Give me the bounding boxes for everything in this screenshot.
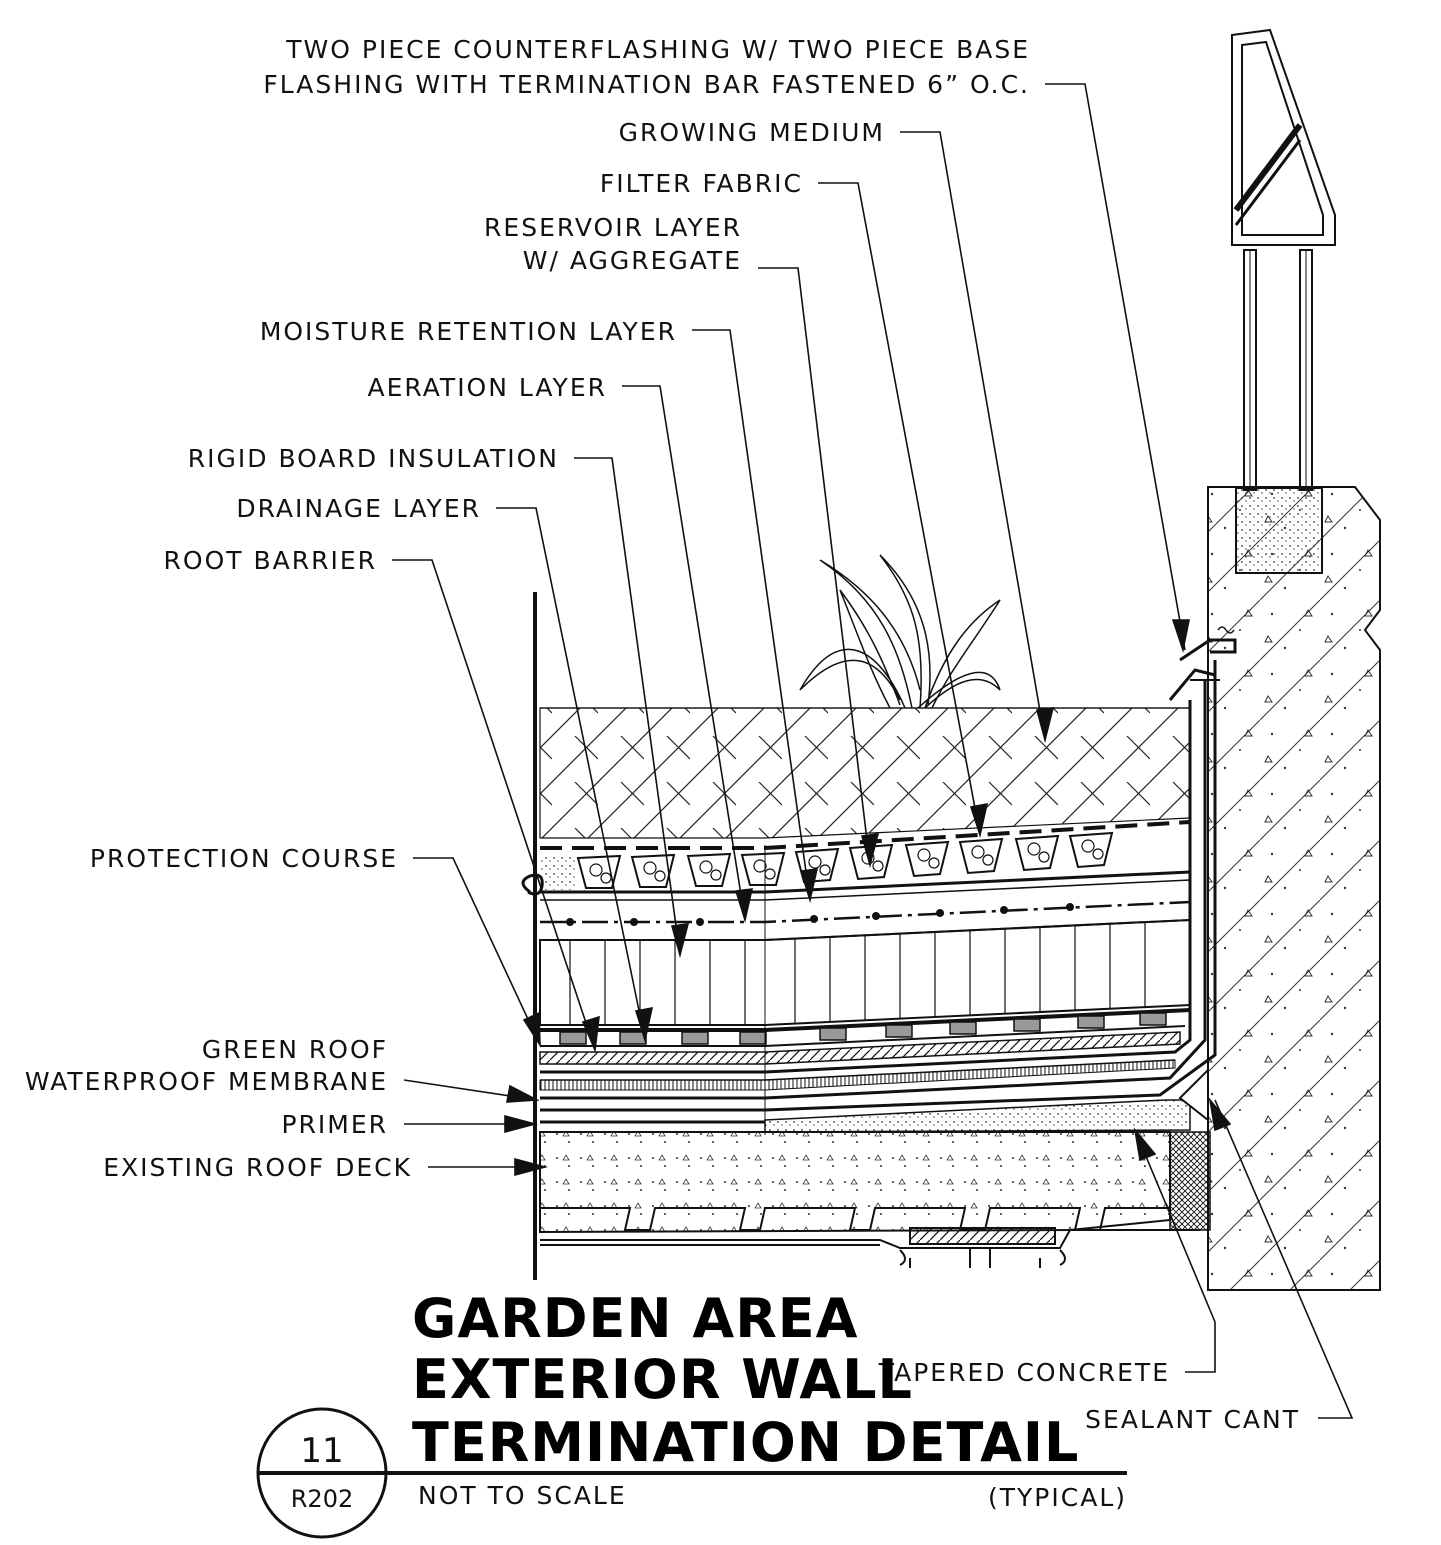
label-root-barrier: ROOT BARRIER bbox=[164, 546, 377, 575]
label-protection-course: PROTECTION COURSE bbox=[90, 844, 398, 873]
label-membrane-1: GREEN ROOF bbox=[202, 1035, 388, 1064]
label-reservoir-1: RESERVOIR LAYER bbox=[484, 213, 742, 242]
label-aeration: AERATION LAYER bbox=[368, 373, 608, 402]
scale-note: NOT TO SCALE bbox=[418, 1481, 627, 1510]
label-filter-fabric: FILTER FABRIC bbox=[600, 169, 803, 198]
green-roof-assembly bbox=[521, 592, 1217, 1280]
detail-number: 11 bbox=[300, 1431, 343, 1471]
counterflashing bbox=[1168, 626, 1237, 701]
label-reservoir-2: W/ AGGREGATE bbox=[523, 246, 742, 275]
label-tapered-concrete: TAPERED CONCRETE bbox=[878, 1358, 1170, 1387]
label-moisture-retention: MOISTURE RETENTION LAYER bbox=[260, 317, 677, 346]
label-counterflashing-2: FLASHING WITH TERMINATION BAR FASTENED 6… bbox=[263, 70, 1030, 99]
title-line-3: TERMINATION DETAIL bbox=[412, 1411, 1079, 1474]
callout-labels: TWO PIECE COUNTERFLASHING W/ TWO PIECE B… bbox=[25, 35, 1300, 1434]
plant-illustration bbox=[799, 554, 1001, 709]
label-rigid-insulation: RIGID BOARD INSULATION bbox=[188, 444, 559, 473]
title-line-2: EXTERIOR WALL bbox=[412, 1348, 913, 1411]
reservoir-cups bbox=[576, 831, 1114, 889]
label-counterflashing-1: TWO PIECE COUNTERFLASHING W/ TWO PIECE B… bbox=[285, 35, 1030, 64]
aeration-marks bbox=[566, 903, 1074, 926]
window-frame bbox=[1231, 28, 1336, 574]
insulation-lines bbox=[569, 922, 1146, 1025]
label-primer: PRIMER bbox=[281, 1110, 388, 1139]
typical-note: (TYPICAL) bbox=[988, 1483, 1127, 1512]
label-membrane-2: WATERPROOF MEMBRANE bbox=[25, 1067, 388, 1096]
label-growing-medium: GROWING MEDIUM bbox=[619, 118, 885, 147]
metal-deck bbox=[539, 1207, 1200, 1268]
leader-lines bbox=[392, 83, 1354, 1419]
label-roof-deck: EXISTING ROOF DECK bbox=[103, 1153, 412, 1182]
drainage-dimples bbox=[559, 1012, 1167, 1045]
sheet-number: R202 bbox=[291, 1485, 353, 1513]
title-line-1: GARDEN AREA bbox=[412, 1287, 858, 1350]
parapet-wall bbox=[1207, 486, 1381, 1291]
title-block: GARDEN AREA EXTERIOR WALL TERMINATION DE… bbox=[256, 1287, 1127, 1539]
detail-bubble bbox=[256, 1407, 388, 1539]
label-drainage: DRAINAGE LAYER bbox=[236, 494, 481, 523]
label-sealant-cant: SEALANT CANT bbox=[1085, 1405, 1300, 1434]
